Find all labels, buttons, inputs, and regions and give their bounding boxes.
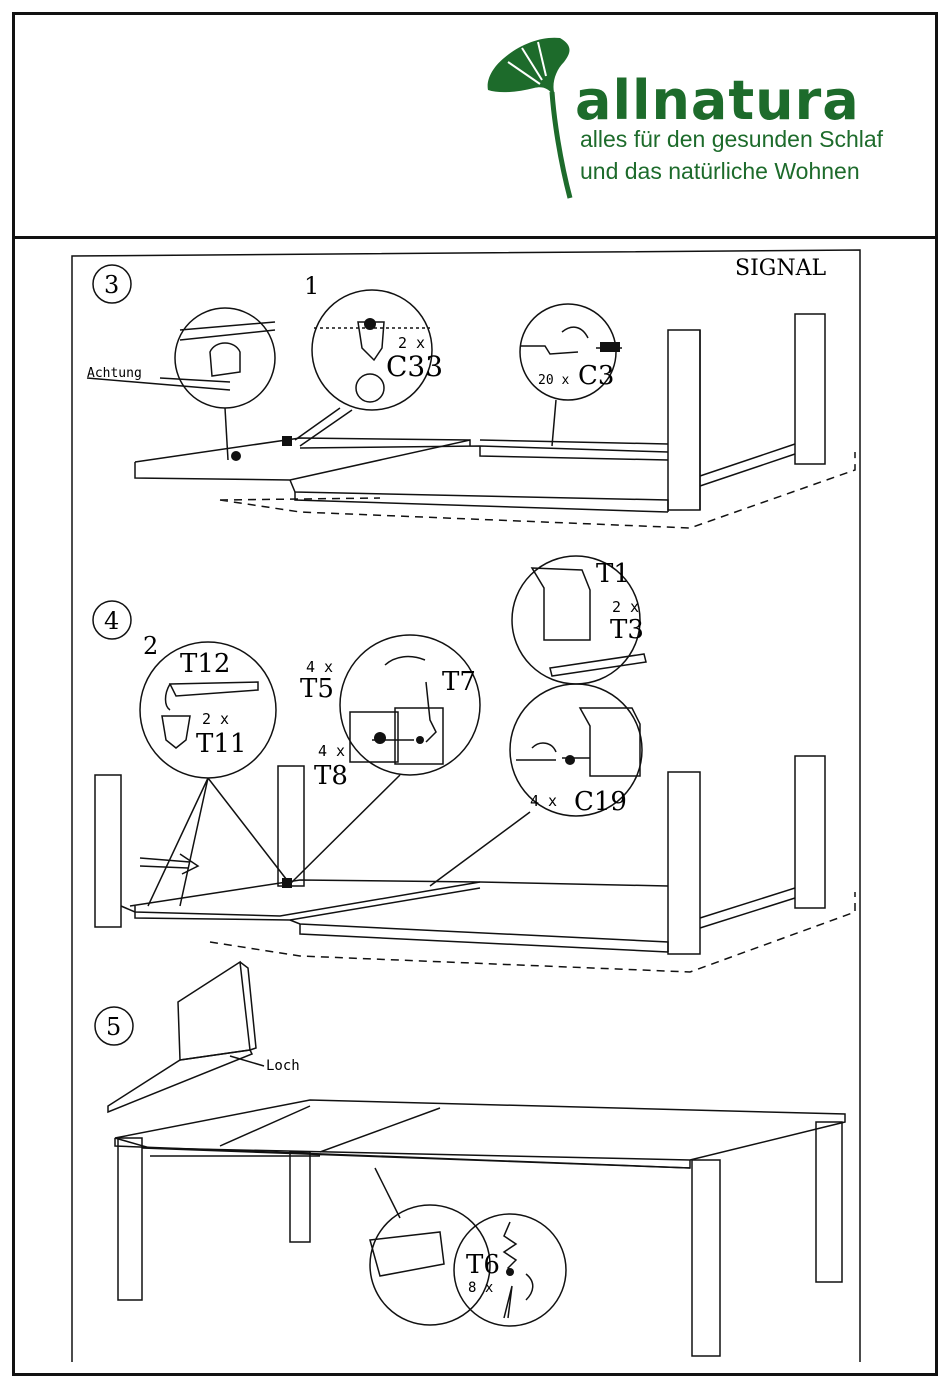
t6-code: T6 — [466, 1250, 500, 1280]
maker-label: SIGNAL — [735, 256, 826, 281]
loch-label: Loch — [266, 1058, 300, 1074]
step-5-number: 5 — [106, 1013, 121, 1041]
t11-code: T11 — [196, 729, 246, 759]
t12-code: T12 — [180, 649, 230, 679]
c3-code: C3 — [578, 361, 614, 391]
step-4-floor-outline — [210, 892, 855, 972]
c33-code: C33 — [386, 350, 443, 383]
step-3-count-label: 1 — [304, 272, 319, 300]
t3-code: T3 — [610, 615, 644, 645]
step-3-number: 3 — [104, 271, 119, 299]
step-4-number: 4 — [104, 607, 119, 635]
t5-code: T5 — [300, 674, 334, 704]
t1-code: T1 — [596, 559, 630, 589]
c3-qty: 20 x — [538, 373, 569, 388]
t6-qty: 8 x — [468, 1280, 493, 1296]
step-3-table-frame — [135, 314, 825, 512]
t7-code: T7 — [442, 667, 476, 697]
c19-qty: 4 x — [530, 792, 557, 810]
c19-code: C19 — [574, 787, 627, 817]
t8-qty: 4 x — [318, 742, 345, 760]
achtung-label: Achtung — [87, 366, 142, 381]
step-3-floor-outline — [220, 452, 855, 528]
t8-code: T8 — [314, 761, 348, 791]
t3-qty: 2 x — [612, 598, 639, 616]
screw-icon — [504, 1222, 516, 1272]
t11-qty: 2 x — [202, 710, 229, 728]
step-4-count-label: 2 — [143, 632, 158, 660]
manual-page-border — [72, 250, 860, 1362]
